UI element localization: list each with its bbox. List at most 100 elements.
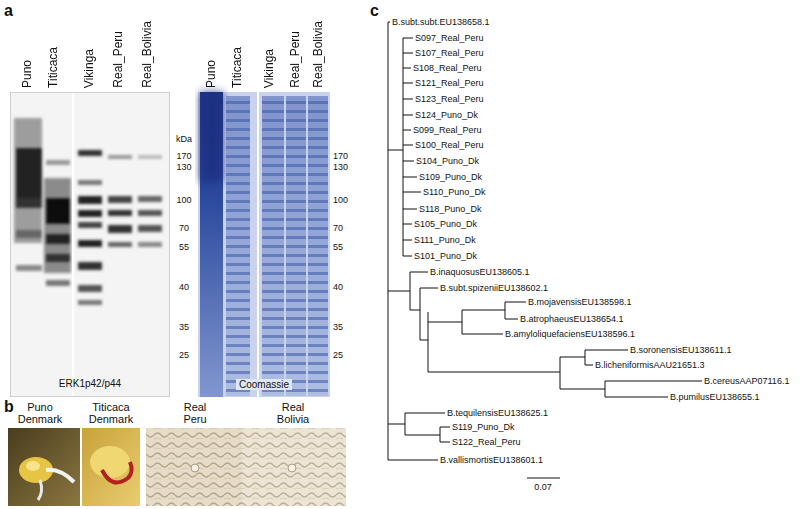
phylogenetic-tree-part bbox=[420, 340, 428, 341]
western-blot-part bbox=[78, 210, 102, 217]
western-blot-part bbox=[16, 148, 42, 200]
taxon-label: B.amyloliquefaciensEU138596.1 bbox=[505, 329, 635, 339]
panel-caption: ERK1p42/p44 bbox=[56, 378, 124, 389]
photo-label: Real Peru bbox=[173, 401, 217, 425]
western-blot-part bbox=[78, 196, 102, 204]
lane-label: Real_Peru bbox=[112, 31, 126, 88]
phylogenetic-tree-part bbox=[403, 38, 404, 256]
panel-letter: b bbox=[4, 398, 14, 416]
coomassie-gel-part bbox=[257, 92, 259, 397]
western-blot-part bbox=[16, 265, 42, 271]
western-blot-part bbox=[78, 150, 102, 156]
taxon-label: S104_Puno_Dk bbox=[416, 156, 479, 166]
western-blot-part bbox=[72, 92, 74, 397]
marker-label: 170 bbox=[333, 151, 348, 161]
western-blot-part bbox=[78, 300, 102, 305]
marker-label: 170 bbox=[176, 151, 191, 161]
photo-label: Real Bolivia bbox=[271, 401, 315, 425]
western-blot-part bbox=[78, 262, 102, 270]
taxon-label: S097_Real_Peru bbox=[415, 33, 484, 43]
phylogenetic-tree-part bbox=[585, 365, 593, 366]
colony-photos-part bbox=[90, 446, 130, 478]
taxon-label: B.pumilusEU138655.1 bbox=[670, 392, 760, 402]
phylogenetic-tree-part bbox=[440, 427, 441, 442]
coomassie-gel-part bbox=[200, 92, 223, 182]
colony-photos-part bbox=[191, 464, 199, 472]
taxon-label: S121_Real_Peru bbox=[415, 78, 484, 88]
phylogenetic-tree-part bbox=[605, 381, 606, 397]
phylogenetic-tree-part bbox=[605, 381, 702, 382]
taxon-label: B.atrophaeusEU138654.1 bbox=[520, 314, 624, 324]
phylogenetic-tree-part bbox=[388, 22, 390, 23]
taxon-label: S107_Real_Peru bbox=[415, 48, 484, 58]
colony-photos-part bbox=[8, 428, 80, 506]
marker-label: 70 bbox=[179, 223, 189, 233]
taxon-label: B.mojavensisEU138598.1 bbox=[528, 297, 632, 307]
panel-caption-row: ERK1p42/p44 bbox=[11, 378, 169, 390]
marker-label: 130 bbox=[176, 162, 191, 172]
phylogenetic-tree-part bbox=[585, 350, 586, 365]
western-blot-part bbox=[46, 198, 70, 224]
lane-label: Real_Bolivia bbox=[141, 21, 155, 88]
western-blot-part bbox=[138, 225, 162, 232]
taxon-label: S108_Real_Peru bbox=[413, 63, 482, 73]
phylogenetic-tree-part bbox=[403, 145, 413, 146]
phylogenetic-tree-part bbox=[462, 310, 505, 311]
phylogenetic-tree-part bbox=[410, 272, 411, 310]
western-blot-part bbox=[78, 180, 102, 185]
taxon-label: S124_Puno_Dk bbox=[415, 110, 478, 120]
taxon-label: B.tequilensisEU138625.1 bbox=[447, 408, 548, 418]
taxon-label: B.licheniformisAAU21651.3 bbox=[595, 360, 705, 370]
marker-label: 35 bbox=[179, 322, 189, 332]
lane-label: Real_Peru bbox=[289, 31, 303, 88]
western-blot-part bbox=[46, 254, 70, 262]
marker-label: 35 bbox=[333, 322, 343, 332]
western-blot-part bbox=[10, 92, 170, 397]
western-blot-part bbox=[46, 280, 70, 286]
western-blot-part bbox=[108, 155, 132, 159]
taxon-label: B.subt.subt.EU138658.1 bbox=[392, 17, 490, 27]
phylogenetic-tree-part bbox=[388, 22, 389, 460]
taxon-label: S111_Puno_Dk bbox=[414, 235, 476, 245]
coomassie-gel-part bbox=[286, 96, 306, 396]
phylogenetic-tree bbox=[388, 22, 702, 460]
western-blot-part bbox=[138, 242, 162, 247]
western-blot-part bbox=[16, 230, 42, 238]
phylogenetic-tree-part bbox=[405, 413, 406, 435]
marker-label: 40 bbox=[179, 282, 189, 292]
coomassie-gel-part bbox=[286, 96, 306, 396]
colony-photos-part bbox=[82, 428, 140, 506]
coomassie-gel bbox=[198, 92, 330, 397]
phylogenetic-tree-part bbox=[403, 256, 412, 257]
phylogenetic-tree-part bbox=[605, 397, 668, 398]
western-blot-part bbox=[138, 210, 162, 216]
taxon-label: S118_Puno_Dk bbox=[419, 204, 481, 214]
marker-label: 100 bbox=[176, 195, 191, 205]
phylogenetic-tree-part bbox=[440, 427, 450, 428]
gel-panel: Coomassie bbox=[198, 92, 330, 397]
phylogenetic-tree-part bbox=[388, 291, 410, 292]
phylogenetic-tree-part bbox=[428, 322, 462, 323]
marker-label: 70 bbox=[333, 223, 343, 233]
lane-label: Vikinga bbox=[263, 49, 277, 88]
phylogenetic-tree-part bbox=[560, 357, 561, 389]
taxon-label: B.subt.spizeniiEU138602.1 bbox=[440, 283, 548, 293]
phylogenetic-tree-part bbox=[462, 310, 463, 334]
western-blot-part bbox=[14, 118, 162, 305]
phylogenetic-tree-part bbox=[403, 192, 421, 193]
western-blot-part bbox=[108, 210, 132, 216]
photo-label: Titicaca Denmark bbox=[85, 401, 137, 425]
panel-caption: Coomassie bbox=[236, 379, 292, 390]
western-blot-part bbox=[108, 242, 132, 247]
coomassie-gel-part bbox=[262, 96, 284, 396]
lane-label: Titicaca bbox=[47, 47, 61, 88]
phylogenetic-tree-part bbox=[505, 302, 506, 319]
colony-photos-part bbox=[242, 428, 346, 506]
phylogenetic-tree-part bbox=[388, 424, 405, 425]
marker-label: 40 bbox=[333, 282, 343, 292]
phylogenetic-tree-part bbox=[420, 288, 438, 289]
phylogenetic-tree-part bbox=[428, 312, 429, 372]
phylogenetic-tree-part bbox=[403, 53, 413, 54]
lane-label: Vikinga bbox=[83, 49, 97, 88]
marker-label: 55 bbox=[179, 242, 189, 252]
